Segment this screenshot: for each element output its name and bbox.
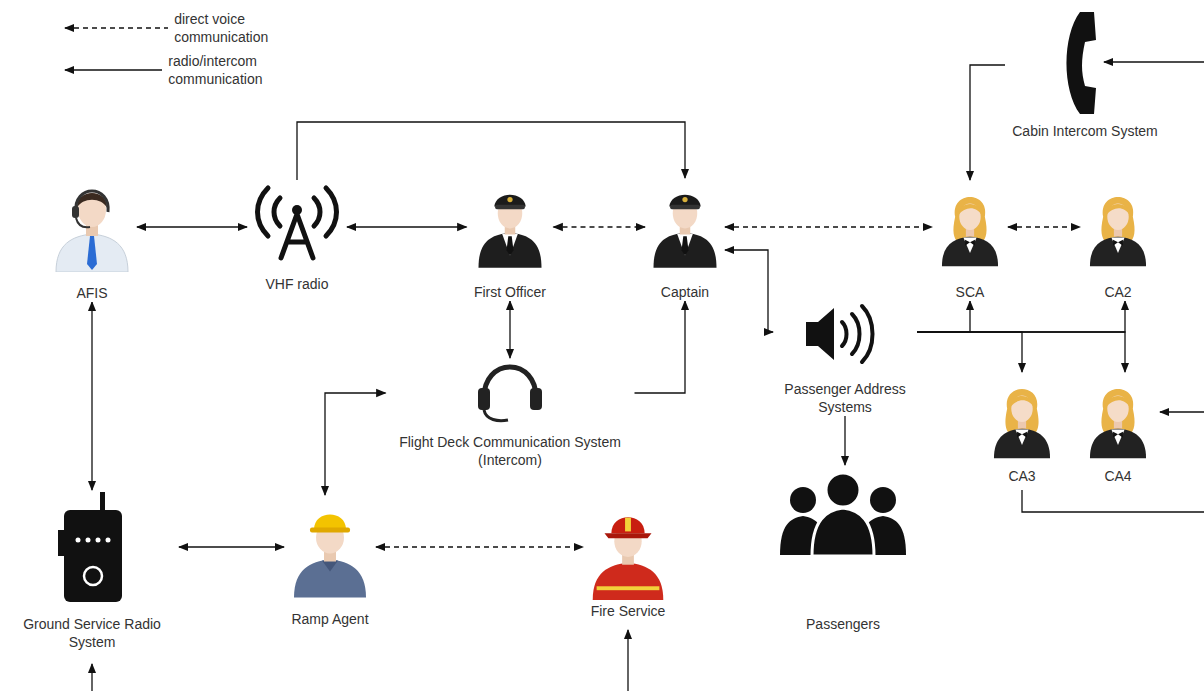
speaker-icon — [806, 306, 873, 362]
legend-line — [65, 27, 168, 28]
pilot-person — [654, 195, 717, 268]
icon-space — [92, 172, 93, 284]
headset-node: Flight Deck Communication System (Interc… — [386, 358, 635, 469]
node-label: CA4 — [1102, 467, 1133, 485]
voice-connector — [1008, 226, 1080, 227]
icon-space — [970, 180, 971, 283]
radio-connector — [725, 250, 773, 332]
legend-text: direct voice communication — [174, 10, 302, 46]
pilot-person — [479, 195, 542, 268]
ramp-person — [294, 515, 366, 598]
icon-space — [297, 180, 298, 275]
ramp-agent-node: Ramp Agent — [284, 495, 376, 628]
attendant-person — [1090, 389, 1146, 458]
radio-connector — [347, 226, 467, 227]
legend-sample — [62, 18, 168, 38]
attendant-person — [1090, 197, 1146, 266]
icon-space — [1022, 372, 1023, 467]
node-label: Ground Service Radio System — [10, 615, 174, 651]
legend-line — [65, 69, 162, 70]
attendant-node: CA2 — [1080, 180, 1156, 301]
legend-text: radio/intercom communication — [168, 52, 302, 88]
icon-space — [1085, 10, 1086, 122]
node-label: Ramp Agent — [289, 610, 370, 628]
radio-connector — [844, 416, 845, 465]
walkie-talkie-icon — [58, 492, 122, 602]
icon-space — [510, 358, 511, 433]
radio-connector — [91, 302, 92, 490]
radio-connector — [917, 332, 1022, 372]
pilot-node: First Officer — [467, 178, 554, 301]
attendant-person — [994, 389, 1050, 458]
node-label: Captain — [659, 283, 711, 301]
radio-connector — [179, 546, 284, 547]
node-label: Passengers — [804, 615, 882, 633]
node-label: AFIS — [74, 284, 109, 302]
intercom-node: Cabin Intercom System — [1005, 10, 1165, 140]
node-label: Passenger Address Systems — [778, 380, 912, 416]
icon-space — [1118, 372, 1119, 467]
speaker-node: Passenger Address Systems — [773, 308, 917, 416]
fire-service-node: Fire Service — [583, 502, 673, 620]
afis-person — [56, 191, 128, 272]
radio-connector — [635, 301, 686, 393]
afis-node: AFIS — [47, 172, 137, 302]
radio-connector — [509, 301, 510, 358]
ground-radio-node: Ground Service Radio System — [5, 490, 179, 651]
icon-space — [330, 495, 331, 610]
headset-icon — [478, 367, 542, 421]
node-label: Flight Deck Communication System (Interc… — [391, 433, 630, 469]
radio-connector — [917, 301, 1125, 332]
node-label: VHF radio — [263, 275, 330, 293]
node-label: CA2 — [1102, 283, 1133, 301]
radio-connector — [137, 226, 247, 227]
icon-space — [510, 178, 511, 283]
radio-connector — [917, 301, 970, 332]
voice-connector — [376, 546, 583, 547]
icon-space — [845, 308, 846, 380]
passengers-node: Passengers — [773, 465, 913, 633]
attendant-node: CA4 — [1080, 372, 1156, 485]
icon-space — [843, 465, 844, 615]
node-label: Fire Service — [589, 602, 668, 620]
vhf-antenna — [258, 188, 337, 258]
legend-sample — [62, 60, 162, 80]
icon-space — [1118, 180, 1119, 283]
passengers-icon — [780, 473, 906, 556]
fire-person — [593, 517, 664, 600]
voice-connector — [725, 226, 932, 227]
legend-row: direct voice communication — [62, 10, 302, 46]
radio-node: VHF radio — [247, 180, 347, 293]
radio-connector — [970, 65, 1005, 180]
radio-connector — [297, 122, 685, 180]
icon-space — [92, 490, 93, 615]
phone-icon — [1067, 12, 1097, 114]
radio-connector — [325, 393, 386, 495]
legend-row: radio/intercom communication — [62, 52, 302, 88]
attendant-node: SCA — [932, 180, 1008, 301]
node-label: CA3 — [1006, 467, 1037, 485]
off-page-lines — [92, 62, 1204, 691]
voice-connector — [554, 226, 646, 227]
icon-space — [628, 502, 629, 602]
node-label: First Officer — [472, 283, 548, 301]
pilot-node: Captain — [645, 178, 725, 301]
node-label: Cabin Intercom System — [1010, 122, 1160, 140]
node-label: SCA — [954, 283, 987, 301]
attendant-node: CA3 — [984, 372, 1060, 485]
icon-space — [685, 178, 686, 283]
attendant-person — [942, 197, 998, 266]
radio-connector — [917, 332, 1125, 372]
